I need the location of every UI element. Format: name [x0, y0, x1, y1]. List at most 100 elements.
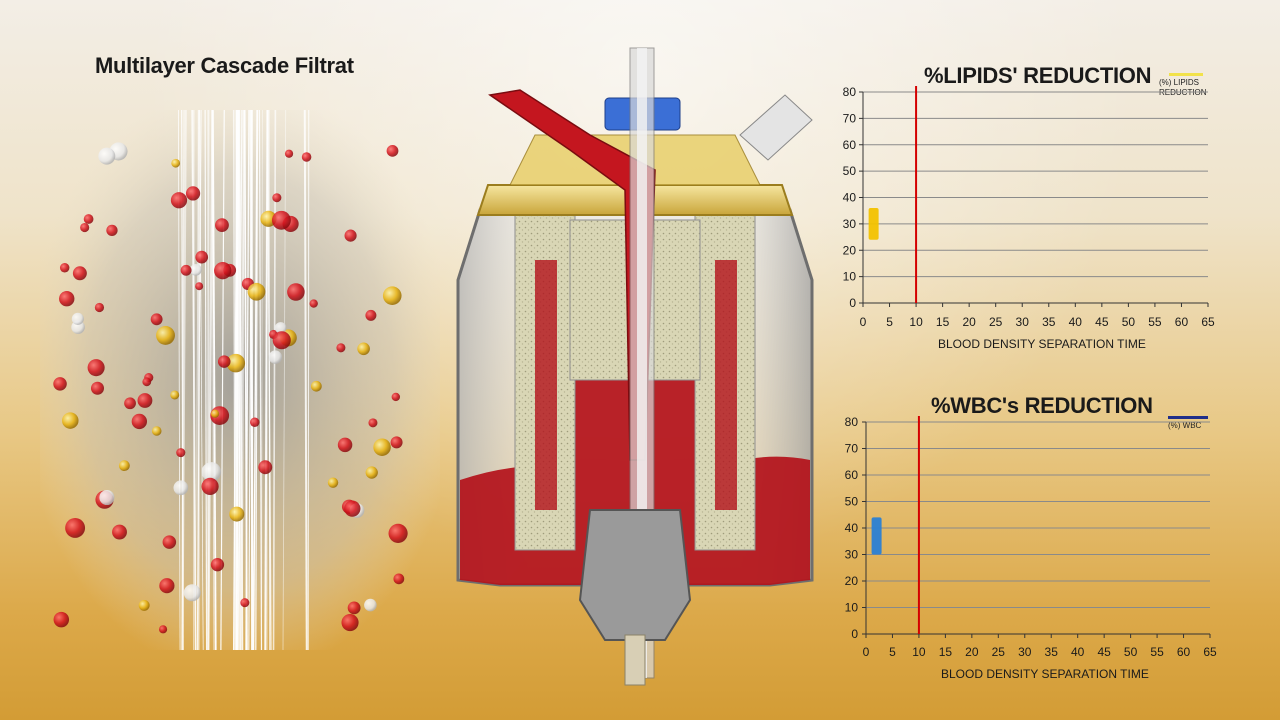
blood-cell	[287, 283, 305, 301]
blood-cell	[151, 426, 162, 436]
blood-cell	[386, 144, 399, 157]
blood-cell	[327, 477, 339, 488]
blood-cell	[180, 264, 192, 276]
fiber-strand	[238, 110, 244, 650]
legend-swatch	[1169, 73, 1203, 76]
blood-cell	[71, 312, 84, 325]
x-tick-label: 45	[1097, 645, 1111, 659]
blood-cell	[90, 381, 105, 395]
blood-cell	[62, 412, 79, 429]
x-axis-title: BLOOD DENSITY SEPARATION TIME	[941, 667, 1149, 681]
blood-cell	[344, 500, 361, 517]
blood-cell	[173, 480, 189, 496]
blood-cell	[137, 393, 153, 408]
blood-cell	[131, 413, 148, 430]
x-tick-label: 10	[912, 645, 926, 659]
fiber-strand	[253, 110, 258, 650]
x-tick-label: 30	[1016, 315, 1030, 329]
blood-cell	[83, 214, 94, 224]
page-title: Multilayer Cascade Filtrat	[95, 53, 354, 78]
x-tick-label: 20	[965, 645, 979, 659]
blood-cell	[112, 524, 127, 540]
fiber-strand	[243, 110, 248, 650]
fiber-strand	[232, 110, 236, 650]
fiber-strand	[266, 110, 272, 650]
y-tick-label: 30	[843, 217, 857, 231]
blood-cell	[388, 523, 408, 543]
blood-cell	[364, 598, 377, 612]
x-tick-label: 25	[989, 315, 1003, 329]
blood-cell	[347, 601, 361, 615]
x-tick-label: 50	[1124, 645, 1138, 659]
filter-fibers	[177, 110, 310, 650]
x-tick-label: 60	[1177, 645, 1191, 659]
x-tick-label: 55	[1148, 315, 1162, 329]
x-tick-label: 55	[1150, 645, 1164, 659]
blood-cell	[201, 462, 222, 482]
blood-cell	[185, 186, 201, 201]
blood-cell	[195, 282, 204, 291]
fiber-strand	[236, 110, 241, 650]
y-tick-label: 0	[851, 627, 858, 641]
x-tick-label: 0	[860, 315, 867, 329]
y-tick-label: 20	[843, 243, 857, 257]
x-tick-label: 5	[886, 315, 893, 329]
y-tick-label: 50	[843, 164, 857, 178]
blood-cell	[217, 355, 231, 368]
fiber-filtration-illustration	[40, 110, 440, 650]
y-tick-label: 20	[845, 574, 859, 588]
blood-cell	[301, 152, 312, 162]
blood-cell	[284, 149, 294, 158]
y-tick-label: 70	[843, 111, 857, 125]
x-tick-label: 65	[1201, 315, 1215, 329]
chart-legend: (%) WBC	[1168, 416, 1228, 431]
y-tick-label: 40	[843, 191, 857, 205]
blood-cell	[99, 489, 115, 506]
x-tick-label: 15	[936, 315, 950, 329]
blood-cell	[215, 218, 229, 233]
blood-cell	[156, 325, 175, 345]
filter-device-illustration	[456, 47, 814, 686]
blood-cell	[229, 506, 245, 522]
y-tick-label: 80	[845, 415, 859, 429]
y-tick-label: 40	[845, 521, 859, 535]
fiber-strand	[264, 110, 269, 650]
blood-cell	[87, 359, 105, 377]
blood-cell	[158, 625, 168, 634]
blood-cell	[176, 448, 186, 458]
fiber-strand	[194, 110, 199, 650]
blood-cell	[240, 598, 250, 608]
chart-title: %WBC's REDUCTION	[931, 393, 1153, 418]
blood-cell	[373, 438, 391, 456]
blood-cell	[382, 286, 402, 306]
x-tick-label: 25	[992, 645, 1006, 659]
blood-cell	[183, 584, 201, 602]
blood-cell	[170, 192, 188, 209]
y-tick-label: 30	[845, 548, 859, 562]
data-bar	[871, 517, 882, 555]
blood-cell	[272, 193, 282, 203]
x-tick-label: 40	[1069, 315, 1083, 329]
x-tick-label: 20	[962, 315, 976, 329]
y-tick-label: 80	[843, 85, 857, 99]
y-tick-label: 10	[845, 601, 859, 615]
x-axis-title: BLOOD DENSITY SEPARATION TIME	[938, 337, 1146, 351]
fiber-strand	[255, 110, 259, 650]
blood-cell	[118, 460, 130, 472]
blood-cell	[390, 436, 403, 449]
blood-cell	[258, 460, 273, 475]
blood-cell	[162, 535, 177, 549]
blood-cell	[195, 250, 209, 264]
blood-cell	[247, 282, 266, 301]
fiber-strand	[207, 110, 214, 650]
blood-cell	[124, 397, 136, 410]
blood-cell	[250, 417, 260, 427]
fiber-strand	[282, 110, 287, 650]
fiber-strand	[303, 110, 308, 650]
fiber-strand	[196, 110, 202, 650]
blood-cell	[272, 331, 291, 350]
blood-cell	[53, 611, 70, 628]
blood-cell	[59, 291, 75, 307]
